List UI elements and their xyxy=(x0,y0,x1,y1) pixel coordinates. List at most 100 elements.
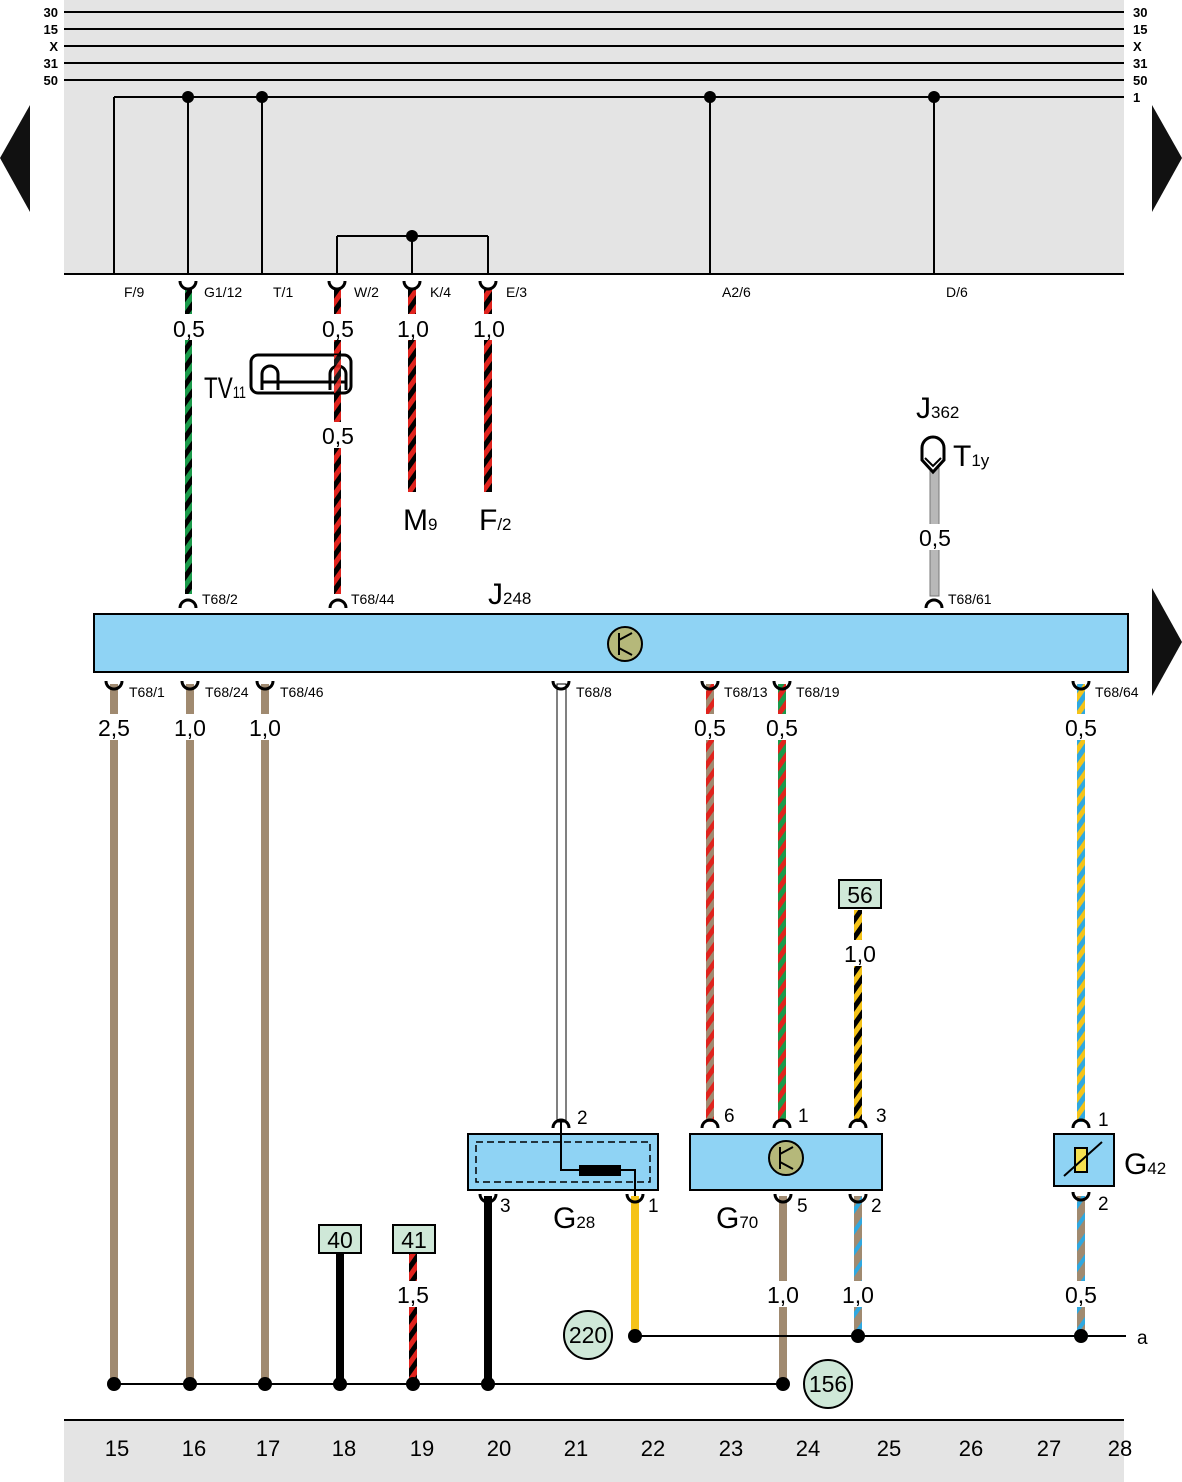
wire-gauge: 1,0 xyxy=(844,941,876,967)
tv11-distributor-symbol xyxy=(249,353,353,395)
t1y-label: T1y xyxy=(953,440,990,473)
wire-gauge: 1,0 xyxy=(249,715,281,741)
ecu-bottom-pin-labels: T68/1 T68/24 T68/46 T68/8 T68/13 T68/19 … xyxy=(129,684,1139,700)
wire-red-black xyxy=(484,288,492,492)
m9-label: M9 xyxy=(403,504,437,537)
pin-number: 1 xyxy=(1098,1110,1109,1131)
wire-gauge: 1,0 xyxy=(473,316,505,342)
ref-circle-156[interactable] xyxy=(803,1359,853,1409)
ref-circle-label: 220 xyxy=(569,1322,607,1348)
connector-label: T/1 xyxy=(273,284,293,300)
wire-black xyxy=(484,1196,492,1386)
sensor-pin-cups xyxy=(478,1118,1091,1204)
connector-label: D/6 xyxy=(946,284,968,300)
bus-junctions xyxy=(182,91,940,242)
column-number: 17 xyxy=(256,1436,280,1461)
bus-label: 31 xyxy=(1133,56,1147,71)
line-a-label: a xyxy=(1137,1328,1148,1349)
column-number: 19 xyxy=(410,1436,434,1461)
g70-label: G70 xyxy=(716,1202,758,1235)
pin-number: 6 xyxy=(724,1106,735,1127)
pin-label: T68/24 xyxy=(205,684,249,700)
connector-label: K/4 xyxy=(430,284,451,300)
top-connector-labels: F/9 G1/12 T/1 W/2 K/4 E/3 A2/6 D/6 xyxy=(124,284,968,300)
ground-lines xyxy=(114,1335,1126,1385)
wire-brown xyxy=(261,684,269,1384)
g42-sensor xyxy=(1053,1133,1115,1187)
wire-gauge: 1,0 xyxy=(842,1282,874,1308)
pin-number: 1 xyxy=(648,1196,659,1217)
ecu-bottom-pin-cups xyxy=(104,680,1091,691)
wire-black-yellow xyxy=(854,910,862,1122)
wire-gauge: 0,5 xyxy=(919,525,951,551)
wire-gauge: 2,5 xyxy=(98,715,130,741)
wire-gauge: 0,5 xyxy=(766,715,798,741)
column-number: 28 xyxy=(1108,1436,1132,1461)
wire-brown-blue xyxy=(1077,1196,1085,1336)
wire-yellow xyxy=(631,1196,639,1336)
wire-brown xyxy=(186,684,194,1384)
column-strip xyxy=(64,1420,1124,1482)
column-number: 16 xyxy=(182,1436,206,1461)
wire-black-red xyxy=(408,288,416,492)
gauge-bg xyxy=(839,940,881,966)
wire-black xyxy=(336,1252,344,1386)
bus-label: X xyxy=(1133,39,1142,54)
bus-label: 15 xyxy=(1133,22,1147,37)
ref-circle-label: 156 xyxy=(809,1371,847,1397)
g28-sensor xyxy=(467,1122,659,1196)
pin-label: T68/13 xyxy=(724,684,768,700)
arrow-right-icon[interactable] xyxy=(1152,105,1182,212)
arrow-left-icon[interactable] xyxy=(0,105,30,212)
column-number: 23 xyxy=(719,1436,743,1461)
bus-label: 1 xyxy=(1133,90,1140,105)
g70-sensor xyxy=(689,1133,883,1191)
column-number: 18 xyxy=(332,1436,356,1461)
pin-label: T68/64 xyxy=(1095,684,1139,700)
column-number: 25 xyxy=(877,1436,901,1461)
bus-label: 30 xyxy=(1133,5,1147,20)
pin-number: 1 xyxy=(798,1106,809,1127)
bus-label: 31 xyxy=(44,56,58,71)
wire-gauge: 1,5 xyxy=(397,1282,429,1308)
pin-number: 2 xyxy=(577,1108,588,1129)
connector-label: G1/12 xyxy=(204,284,242,300)
top-connector-cups xyxy=(178,280,498,291)
pin-label: T68/61 xyxy=(948,591,992,607)
wire-brown xyxy=(110,684,118,1384)
bus-label: 50 xyxy=(1133,73,1147,88)
j362-label: J362 xyxy=(916,392,959,425)
arrow-right-icon[interactable] xyxy=(1152,588,1182,696)
ecu-top-pin-labels: T68/2 T68/44 T68/61 xyxy=(202,591,992,607)
tv11-label: TV11 xyxy=(204,372,246,405)
ref-box-label: 40 xyxy=(327,1227,353,1253)
pin-number: 2 xyxy=(871,1196,882,1217)
g28-label: G28 xyxy=(553,1202,595,1235)
ref-circle-220[interactable] xyxy=(563,1310,613,1360)
wire-gauge: 1,0 xyxy=(397,316,429,342)
pin-label: T68/19 xyxy=(796,684,840,700)
pin-number: 3 xyxy=(500,1196,511,1217)
ref-box-56[interactable] xyxy=(838,879,882,909)
wire-gauge: 0,5 xyxy=(322,316,354,342)
pin-label: T68/46 xyxy=(280,684,324,700)
column-number: 24 xyxy=(796,1436,820,1461)
pin-number: 2 xyxy=(1098,1194,1109,1215)
bus-labels-right: 30 15 X 31 50 1 xyxy=(1133,5,1147,105)
bus-label: 15 xyxy=(44,22,58,37)
bus-label: 50 xyxy=(44,73,58,88)
sensor-pin-labels: 2 3 1 6 1 3 5 2 1 2 xyxy=(500,1106,1109,1217)
wire-gauge: 0,5 xyxy=(1065,1282,1097,1308)
wire-gauge: 0,5 xyxy=(322,423,354,449)
ref-box-41[interactable] xyxy=(392,1224,436,1254)
wire-gauge: 0,5 xyxy=(173,316,205,342)
column-number: 21 xyxy=(564,1436,588,1461)
ref-box-40[interactable] xyxy=(318,1224,362,1254)
wire-blue-yellow xyxy=(1077,684,1085,1122)
connector-label: W/2 xyxy=(354,284,379,300)
wire-brown-blue xyxy=(854,1196,862,1336)
column-number: 26 xyxy=(959,1436,983,1461)
column-number: 22 xyxy=(641,1436,665,1461)
connector-label: A2/6 xyxy=(722,284,751,300)
